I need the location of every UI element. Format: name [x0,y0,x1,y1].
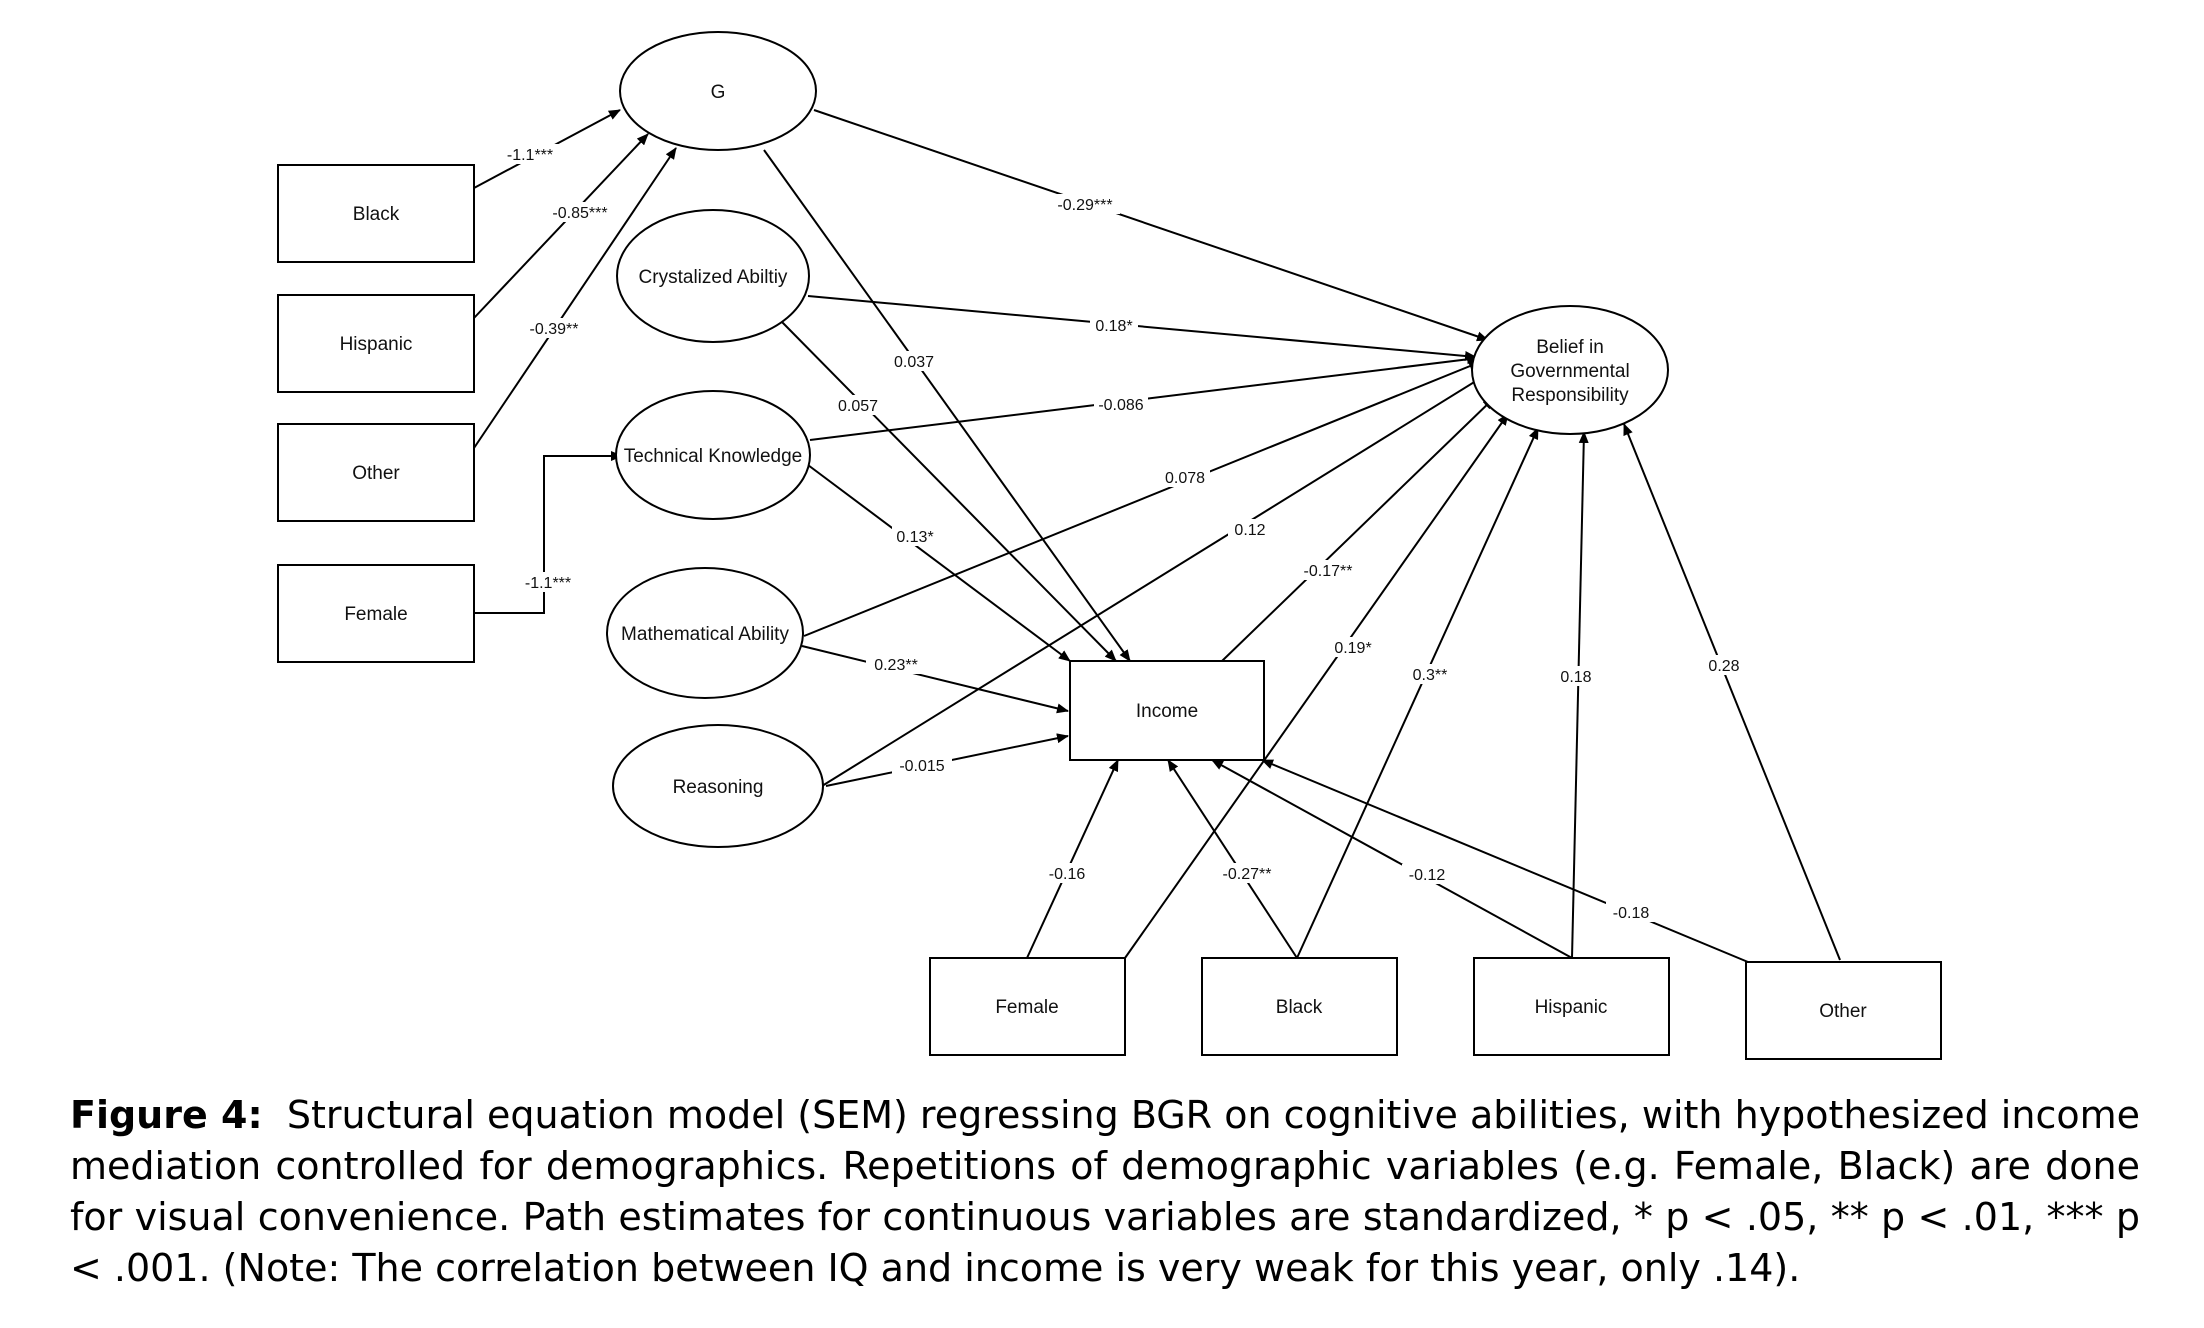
label-math-income: 0.23** [874,657,918,674]
edge-hispanic-income [1211,759,1573,959]
edge-income-bgr [1221,397,1495,662]
edge-crystallized-bgr [807,295,1477,361]
node-g: G [619,31,817,151]
node-female-left-label: Female [344,604,407,625]
edge-hispanic-bgr [1571,431,1589,959]
edge-hispanic-g [473,133,649,319]
edge-math-income [801,645,1069,714]
node-g-label: G [711,82,726,103]
node-other-left: Other [277,423,475,522]
label-other-bgr: 0.28 [1708,658,1739,675]
node-black-bottom-label: Black [1276,997,1323,1018]
label-other-g: -0.39** [530,321,579,338]
label-crystallized-bgr: 0.18* [1095,318,1132,335]
label-other-income: -0.18 [1613,905,1650,922]
node-mathematical-ability: Mathematical Ability [606,567,804,699]
label-female-income: -0.16 [1049,866,1086,883]
edges [473,109,1841,963]
edge-other-g [473,147,677,449]
nodes: G Crystalized Abiltiy Technical Knowledg… [277,31,1942,1060]
node-income: Income [1069,660,1265,761]
edge-black-income [1167,759,1298,959]
sem-diagram: -1.1*** -0.85*** -0.39** -1.1*** -0.29**… [277,31,1942,1060]
edge-technical-income [807,464,1071,662]
edge-math-bgr [803,361,1481,637]
edge-female-technical [474,451,623,614]
label-female-technical: -1.1*** [525,575,571,592]
label-technical-income: 0.13* [896,529,933,546]
node-female-bottom-label: Female [995,997,1058,1018]
node-other-bottom-label: Other [1819,1001,1867,1022]
label-technical-bgr: -0.086 [1098,397,1143,414]
label-black-g: -1.1*** [507,147,553,164]
node-reasoning-label: Reasoning [673,777,764,798]
node-math-label: Mathematical Ability [621,624,789,645]
node-hispanic-bottom: Hispanic [1473,957,1670,1056]
label-black-income: -0.27** [1223,866,1272,883]
node-reasoning: Reasoning [612,724,824,848]
node-bgr-label-line1: Belief in [1536,337,1604,358]
node-technical-label: Technical Knowledge [624,446,803,467]
edge-reasoning-bgr [821,375,1485,787]
label-hispanic-bgr: 0.18 [1560,669,1591,686]
edge-other-bgr [1623,423,1841,961]
edge-g-income [763,149,1131,662]
node-other-left-label: Other [352,463,400,484]
edge-other-income [1261,759,1749,963]
label-g-income: 0.037 [894,354,934,371]
label-hispanic-income: -0.12 [1409,867,1446,884]
node-hispanic-left-label: Hispanic [340,334,413,355]
label-female-bgr: 0.19* [1334,640,1371,657]
node-hispanic-left: Hispanic [277,294,475,393]
label-reasoning-bgr: 0.12 [1234,522,1265,539]
node-black-left: Black [277,164,475,263]
label-crystallized-income: 0.057 [838,398,878,415]
edge-female-income [1026,759,1119,959]
label-income-bgr: -0.17** [1304,563,1353,580]
edge-g-bgr [813,109,1489,342]
node-black-bottom: Black [1201,957,1398,1056]
node-income-label: Income [1136,701,1198,722]
edge-black-bgr [1296,427,1539,959]
node-hispanic-bottom-label: Hispanic [1535,997,1608,1018]
node-female-left: Female [277,564,475,663]
node-bgr-label-line3: Responsibility [1511,385,1629,406]
edge-labels: -1.1*** -0.85*** -0.39** -1.1*** -0.29**… [500,144,1744,922]
node-other-bottom: Other [1745,961,1942,1060]
figure-caption: Figure 4: Structural equation model (SEM… [70,1090,2140,1294]
node-crystallized-ability: Crystalized Abiltiy [616,209,810,343]
node-female-bottom: Female [929,957,1126,1056]
label-hispanic-g: -0.85*** [552,205,607,222]
edge-crystallized-income [781,321,1117,662]
edge-female-bgr [1124,413,1509,959]
node-bgr-label-line2: Governmental [1510,361,1629,382]
figure-caption-text: Structural equation model (SEM) regressi… [70,1093,2140,1290]
node-belief-in-governmental-responsibility: Belief in Governmental Responsibility [1471,305,1669,435]
label-black-bgr: 0.3** [1413,667,1448,684]
node-crystallized-label: Crystalized Abiltiy [639,267,788,288]
node-technical-knowledge: Technical Knowledge [615,390,811,520]
label-reasoning-income: -0.015 [899,758,944,775]
node-black-left-label: Black [353,204,400,225]
label-math-bgr: 0.078 [1165,470,1205,487]
label-g-bgr: -0.29*** [1057,197,1112,214]
figure-label: Figure 4: [70,1093,263,1137]
